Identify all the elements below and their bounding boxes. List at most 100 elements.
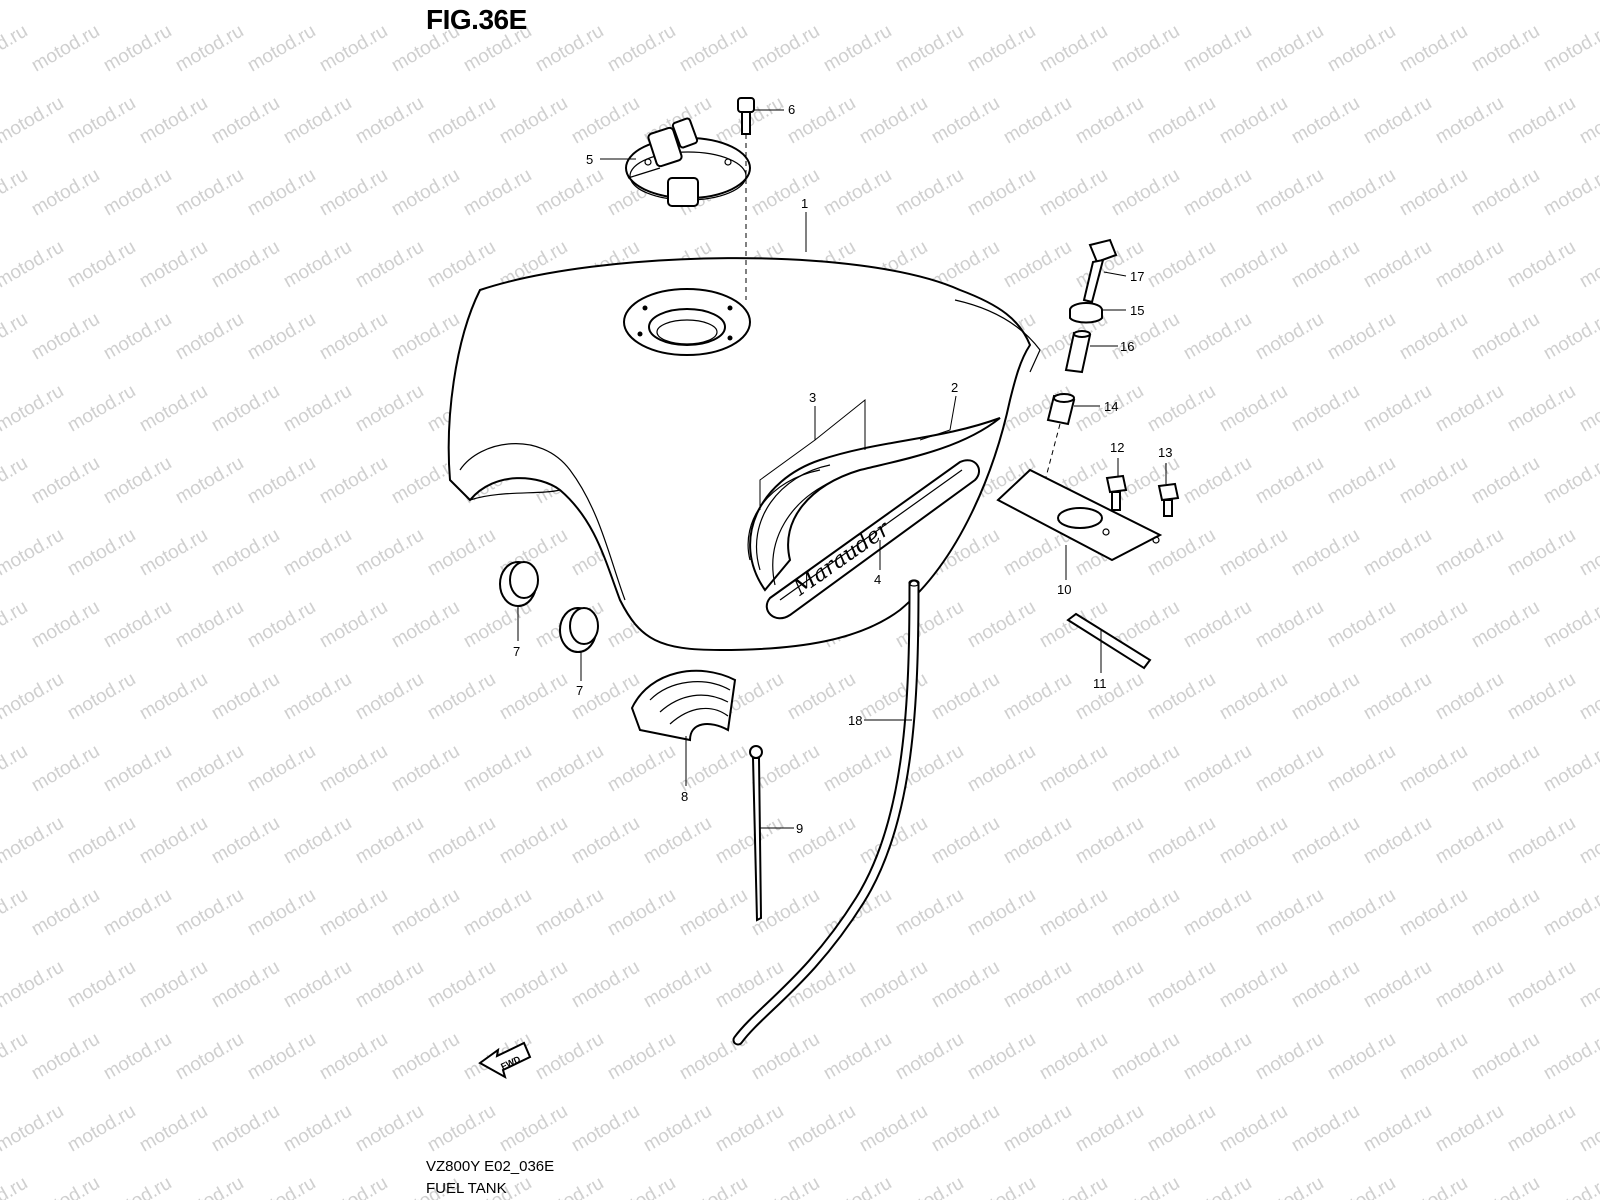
watermark-text: motod.ru — [1216, 93, 1291, 149]
washer-part-15[interactable] — [1069, 302, 1103, 324]
watermark-text: motod.ru — [28, 1029, 103, 1085]
callout-8: 8 — [681, 789, 688, 804]
watermark-text: motod.ru — [496, 93, 571, 149]
bolt-part-17[interactable] — [1082, 238, 1118, 304]
watermark-text: motod.ru — [1468, 309, 1543, 365]
watermark-text: motod.ru — [244, 741, 319, 797]
watermark-text: motod.ru — [1360, 957, 1435, 1013]
watermark-text: motod.ru — [1360, 0, 1435, 4]
watermark-text: motod.ru — [640, 957, 715, 1013]
watermark-text: motod.ru — [1540, 741, 1600, 797]
watermark-text: motod.ru — [388, 309, 463, 365]
watermark-text: motod.ru — [64, 93, 139, 149]
watermark-text: motod.ru — [244, 21, 319, 77]
watermark-text: motod.ru — [1504, 1101, 1579, 1157]
watermark-text: motod.ru — [316, 1173, 391, 1200]
watermark-text: motod.ru — [1072, 1101, 1147, 1157]
watermark-text: motod.ru — [352, 957, 427, 1013]
watermark-text: motod.ru — [568, 0, 643, 4]
watermark-text: motod.ru — [172, 885, 247, 941]
bracket-part-10[interactable] — [996, 468, 1163, 562]
watermark-text: motod.ru — [1144, 957, 1219, 1013]
fuel-tank-part[interactable] — [447, 257, 1041, 652]
watermark-text: motod.ru — [28, 165, 103, 221]
bolt-part-13[interactable] — [1157, 482, 1180, 517]
watermark-text: motod.ru — [1360, 1101, 1435, 1157]
flame-decal-part[interactable] — [747, 417, 1001, 592]
watermark-text: motod.ru — [100, 597, 175, 653]
watermark-text: motod.ru — [460, 885, 535, 941]
watermark-text: motod.ru — [676, 1173, 751, 1200]
callout-1: 1 — [801, 196, 808, 211]
watermark-text: motod.ru — [1036, 885, 1111, 941]
strip-part-11[interactable] — [1066, 612, 1152, 670]
watermark-text: motod.ru — [1216, 1101, 1291, 1157]
rod-part-9[interactable] — [749, 745, 763, 922]
watermark-text: motod.ru — [928, 813, 1003, 869]
hose-part-18[interactable] — [732, 579, 920, 1046]
watermark-text: motod.ru — [0, 165, 31, 221]
watermark-text: motod.ru — [1360, 813, 1435, 869]
watermark-text: motod.ru — [352, 525, 427, 581]
watermark-text: motod.ru — [1144, 381, 1219, 437]
watermark-text: motod.ru — [1432, 813, 1507, 869]
watermark-text: motod.ru — [1252, 885, 1327, 941]
watermark-text: motod.ru — [1036, 1173, 1111, 1200]
collar-part-16[interactable] — [1064, 330, 1092, 374]
watermark-text: motod.ru — [1180, 1173, 1255, 1200]
watermark-text: motod.ru — [604, 741, 679, 797]
watermark-text: motod.ru — [1396, 885, 1471, 941]
watermark-text: motod.ru — [100, 453, 175, 509]
watermark-text: motod.ru — [1288, 813, 1363, 869]
watermark-text: motod.ru — [604, 21, 679, 77]
watermark-text: motod.ru — [0, 1101, 67, 1157]
watermark-text: motod.ru — [1144, 669, 1219, 725]
watermark-text: motod.ru — [424, 237, 499, 293]
watermark-text: motod.ru — [1108, 21, 1183, 77]
callout-9: 9 — [796, 821, 803, 836]
watermark-text: motod.ru — [964, 1029, 1039, 1085]
watermark-text: motod.ru — [1360, 669, 1435, 725]
cap-part-7b[interactable] — [559, 607, 599, 653]
watermark-text: motod.ru — [1288, 669, 1363, 725]
watermark-text: motod.ru — [640, 0, 715, 4]
watermark-text: motod.ru — [208, 237, 283, 293]
watermark-text: motod.ru — [28, 597, 103, 653]
watermark-text: motod.ru — [388, 1029, 463, 1085]
watermark-text: motod.ru — [1216, 957, 1291, 1013]
watermark-text: motod.ru — [1000, 237, 1075, 293]
watermark-text: motod.ru — [532, 1029, 607, 1085]
watermark-text: motod.ru — [1072, 93, 1147, 149]
watermark-text: motod.ru — [1432, 525, 1507, 581]
watermark-text: motod.ru — [1576, 0, 1600, 4]
watermark-text: motod.ru — [1540, 21, 1600, 77]
cap-part-7a[interactable] — [499, 561, 539, 607]
watermark-text: motod.ru — [280, 813, 355, 869]
watermark-text: motod.ru — [1180, 21, 1255, 77]
watermark-text: motod.ru — [100, 1029, 175, 1085]
bolt-part-12[interactable] — [1105, 474, 1128, 511]
watermark-text: motod.ru — [856, 669, 931, 725]
watermark-text: motod.ru — [1540, 1173, 1600, 1200]
watermark-text: motod.ru — [532, 741, 607, 797]
watermark-text: motod.ru — [1108, 1029, 1183, 1085]
watermark-text: motod.ru — [208, 0, 283, 4]
watermark-text: motod.ru — [1108, 309, 1183, 365]
watermark-text: motod.ru — [208, 813, 283, 869]
watermark-text: motod.ru — [1432, 1101, 1507, 1157]
watermark-text: motod.ru — [964, 165, 1039, 221]
watermark-text: motod.ru — [0, 597, 31, 653]
watermark-text: motod.ru — [712, 0, 787, 4]
watermark-text: motod.ru — [1396, 21, 1471, 77]
watermark-text: motod.ru — [208, 1101, 283, 1157]
watermark-text: motod.ru — [1036, 741, 1111, 797]
watermark-text: motod.ru — [208, 93, 283, 149]
watermark-text: motod.ru — [1288, 93, 1363, 149]
watermark-text: motod.ru — [64, 957, 139, 1013]
fuel-cap-part[interactable] — [625, 117, 751, 207]
cushion-part-8[interactable] — [630, 669, 737, 742]
callout-11: 11 — [1093, 676, 1107, 691]
cushion-part-14[interactable] — [1046, 393, 1076, 426]
watermark-text: motod.ru — [0, 1173, 31, 1200]
watermark-text: motod.ru — [892, 165, 967, 221]
